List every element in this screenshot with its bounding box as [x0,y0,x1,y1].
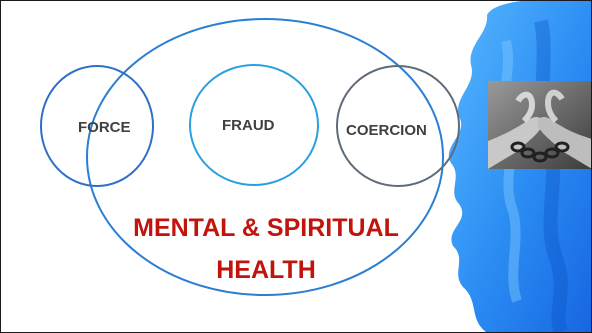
center-title-line2: HEALTH [216,256,316,284]
coercion-circle [336,65,460,187]
outer-ellipse [86,18,444,296]
fraud-label: FRAUD [222,117,275,134]
coercion-label: COERCION [346,122,427,139]
chained-hands-photo [488,81,591,169]
force-label: FORCE [78,119,131,136]
center-title-line1: MENTAL & SPIRITUAL [133,214,399,242]
fraud-circle [189,64,319,186]
force-circle [40,65,154,187]
